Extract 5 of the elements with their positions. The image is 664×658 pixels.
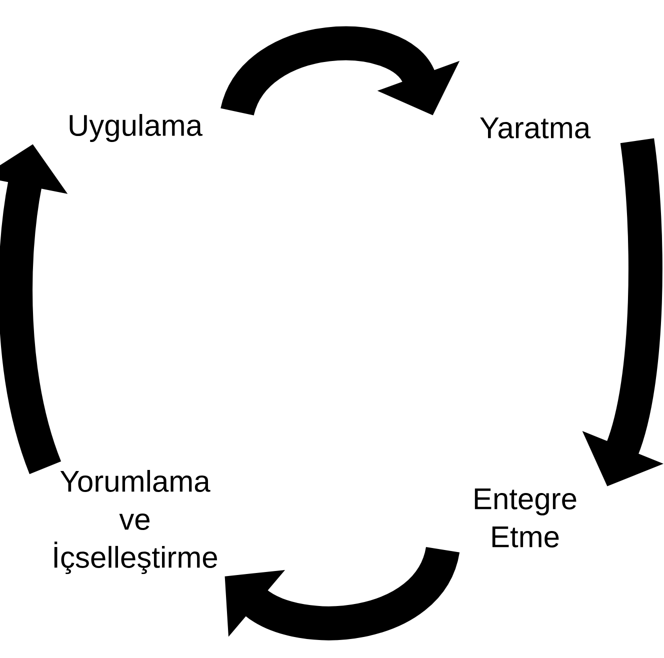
step-label: Yorumlama ve İçselleştirme	[54, 470, 217, 574]
step-label: Yaratma	[480, 118, 591, 138]
step-label: Entegre Etme	[474, 488, 576, 548]
step-label: Uygulama	[70, 114, 202, 142]
curved-arrow	[221, 26, 460, 118]
